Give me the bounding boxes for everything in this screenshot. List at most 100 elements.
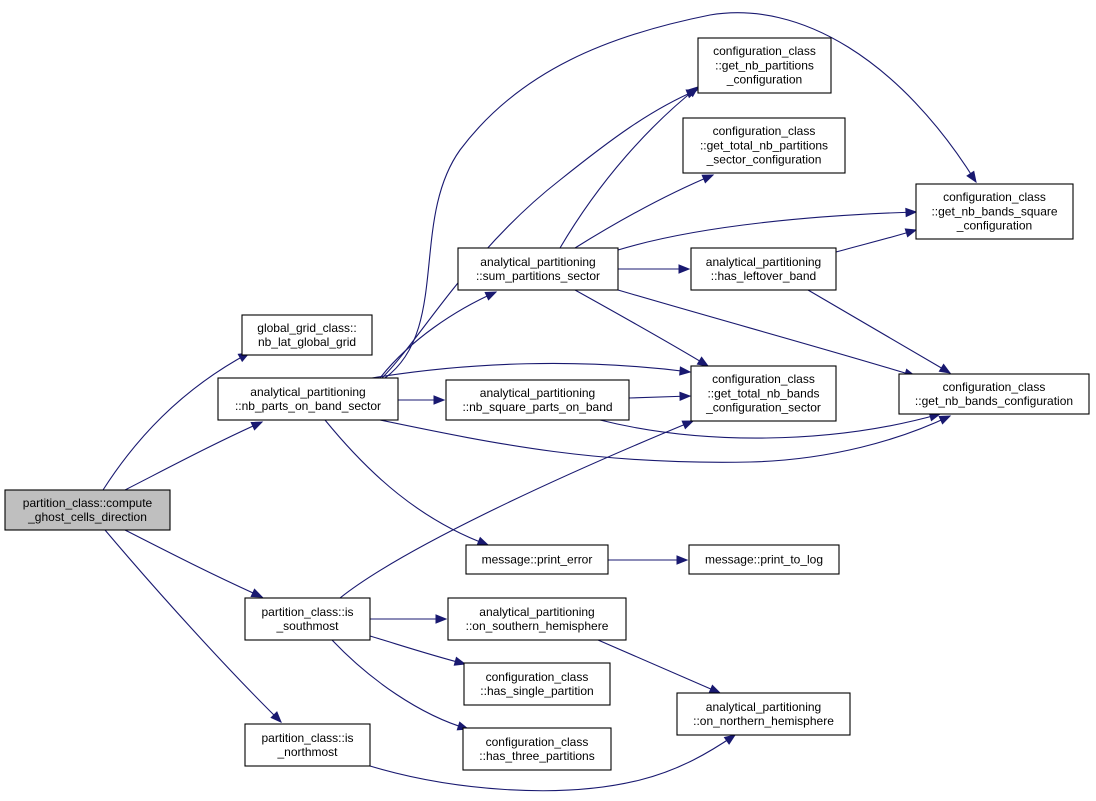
edges-layer [102,12,977,792]
node-label-line: ::nb_square_parts_on_band [462,400,612,414]
edge-ap_on_southern-to-ap_on_northern [597,639,722,694]
node-box [462,727,612,771]
arrowhead [904,228,918,238]
node-label-line: ::get_total_nb_bands [707,386,819,400]
arrowhead [681,420,695,430]
edge-ap_nb_parts-to-cc_get_total_nb_bands [371,362,692,379]
node-label-line: partition_class::is [261,605,353,619]
node-label-line: message::print_error [482,552,593,566]
node-box [690,365,837,422]
node-root[interactable]: partition_class::compute_ghost_cells_dir… [4,489,171,531]
edge-ap_nb_parts-to-ap_nb_square [398,395,446,405]
node-label-line: global_grid_class:: [257,321,356,335]
edge-ap_sum-to-cc_get_total_nb_bands [574,289,710,367]
node-label-line: _configuration [956,219,1032,233]
node-box [688,544,840,575]
node-label-line: configuration_class [712,372,815,386]
node-box [697,37,832,94]
node-ap-on-southern[interactable]: analytical_partitioning::on_southern_hem… [447,597,627,641]
edge-ap_has_leftover-to-cc_get_nb_bands_square [835,228,918,253]
node-cc-get-total-nb-bands[interactable]: configuration_class::get_total_nb_bands_… [690,365,837,422]
arrowhead [905,207,918,218]
arrowhead [250,421,264,431]
node-ap-on-northern[interactable]: analytical_partitioning::on_northern_hem… [676,692,851,736]
node-label-line: partition_class::is [261,731,353,745]
node-label-line: ::get_nb_bands_configuration [915,394,1073,408]
edge-ap_nb_parts-to-cc_get_nb_partitions [381,89,699,379]
node-label-line: ::on_northern_hemisphere [693,714,834,728]
edge-root-to-ap_nb_parts [124,421,264,491]
arrowhead [723,734,737,745]
edge-root-to-pc_is_northmost [104,529,282,723]
arrowhead [676,555,689,565]
node-msg-print-error[interactable]: message::print_error [465,544,609,575]
edge-ap_nb_parts-to-msg_print_error [324,419,490,546]
node-cc-get-nb-bands-square[interactable]: configuration_class::get_nb_bands_square… [915,183,1074,240]
node-box [217,377,399,421]
arrowhead [938,415,952,425]
node-label-line: analytical_partitioning [479,605,594,619]
node-msg-print-to-log[interactable]: message::print_to_log [688,544,840,575]
node-ap-nb-parts[interactable]: analytical_partitioning::nb_parts_on_ban… [217,377,399,421]
arrowhead [678,264,691,274]
node-label-line: analytical_partitioning [706,700,821,714]
arrowhead [453,656,467,666]
node-box [447,597,627,641]
arrowhead [938,363,952,374]
edge-ap_nb_parts-to-cc_get_nb_bands [379,415,952,463]
arrowhead [696,356,710,367]
node-ggc-nb-lat[interactable]: global_grid_class::nb_lat_global_grid [241,314,373,356]
node-cc-get-nb-bands[interactable]: configuration_class::get_nb_bands_config… [898,373,1090,415]
node-label-line: configuration_class [713,44,816,58]
edge-ap_sum-to-ap_has_leftover [618,264,691,274]
edge-ap_nb_square-to-cc_get_nb_bands [599,412,942,439]
node-label-line: configuration_class [486,670,589,684]
arrowhead [708,684,722,694]
node-box [682,117,846,174]
node-label-line: ::on_southern_hemisphere [466,619,609,633]
node-label-line: analytical_partitioning [706,255,821,269]
node-box [915,183,1074,240]
edge-pc_is_southmost-to-ap_on_southern [370,614,448,624]
arrowhead [686,86,700,98]
node-box [4,489,171,531]
edge-ap_nb_parts-to-ap_sum [379,291,498,379]
node-ap-has-leftover[interactable]: analytical_partitioning::has_leftover_ba… [690,247,837,291]
edge-ap_sum-to-cc_get_nb_bands [617,289,917,378]
node-cc-has-single[interactable]: configuration_class::has_single_partitio… [463,662,611,706]
node-pc-is-southmost[interactable]: partition_class::is_southmost [244,597,371,641]
node-label-line: _configuration_sector [705,401,821,415]
node-cc-has-three[interactable]: configuration_class::has_three_partition… [462,727,612,771]
node-label-line: configuration_class [943,380,1046,394]
node-cc-get-total-nb-partitions[interactable]: configuration_class::get_total_nb_partit… [682,117,846,174]
node-ap-nb-square[interactable]: analytical_partitioning::nb_square_parts… [445,379,630,421]
edge-ap_nb_parts-to-cc_get_nb_bands_square [384,12,977,379]
node-label-line: ::has_leftover_band [711,269,816,283]
edge-ap_sum-to-cc_get_nb_bands_square [617,207,918,251]
node-box [465,544,609,575]
edge-ap_sum-to-cc_get_total_nb_partitions [574,174,715,249]
node-ap-sum[interactable]: analytical_partitioning::sum_partitions_… [457,247,619,291]
node-box [244,597,371,641]
node-cc-get-nb-partitions[interactable]: configuration_class::get_nb_partitions_c… [697,37,832,94]
edge-pc_is_northmost-to-ap_on_northern [369,734,737,792]
node-label-line: analytical_partitioning [480,386,595,400]
arrowhead [435,614,448,624]
arrowhead [433,395,446,405]
node-box [457,247,619,291]
node-label-line: _northmost [276,745,338,759]
node-label-line: partition_class::compute [23,496,153,510]
node-label-line: ::get_nb_partitions [715,58,814,72]
edge-pc_is_southmost-to-cc_has_three [331,639,470,731]
node-box [445,379,630,421]
node-label-line: analytical_partitioning [250,385,365,399]
node-label-line: configuration_class [713,124,816,138]
node-pc-is-northmost[interactable]: partition_class::is_northmost [244,723,371,767]
node-label-line: ::nb_parts_on_band_sector [235,399,381,413]
node-label-line: message::print_to_log [705,552,823,566]
node-label-line: _ghost_cells_direction [27,510,147,524]
node-box [463,662,611,706]
node-box [898,373,1090,415]
node-box [244,723,371,767]
